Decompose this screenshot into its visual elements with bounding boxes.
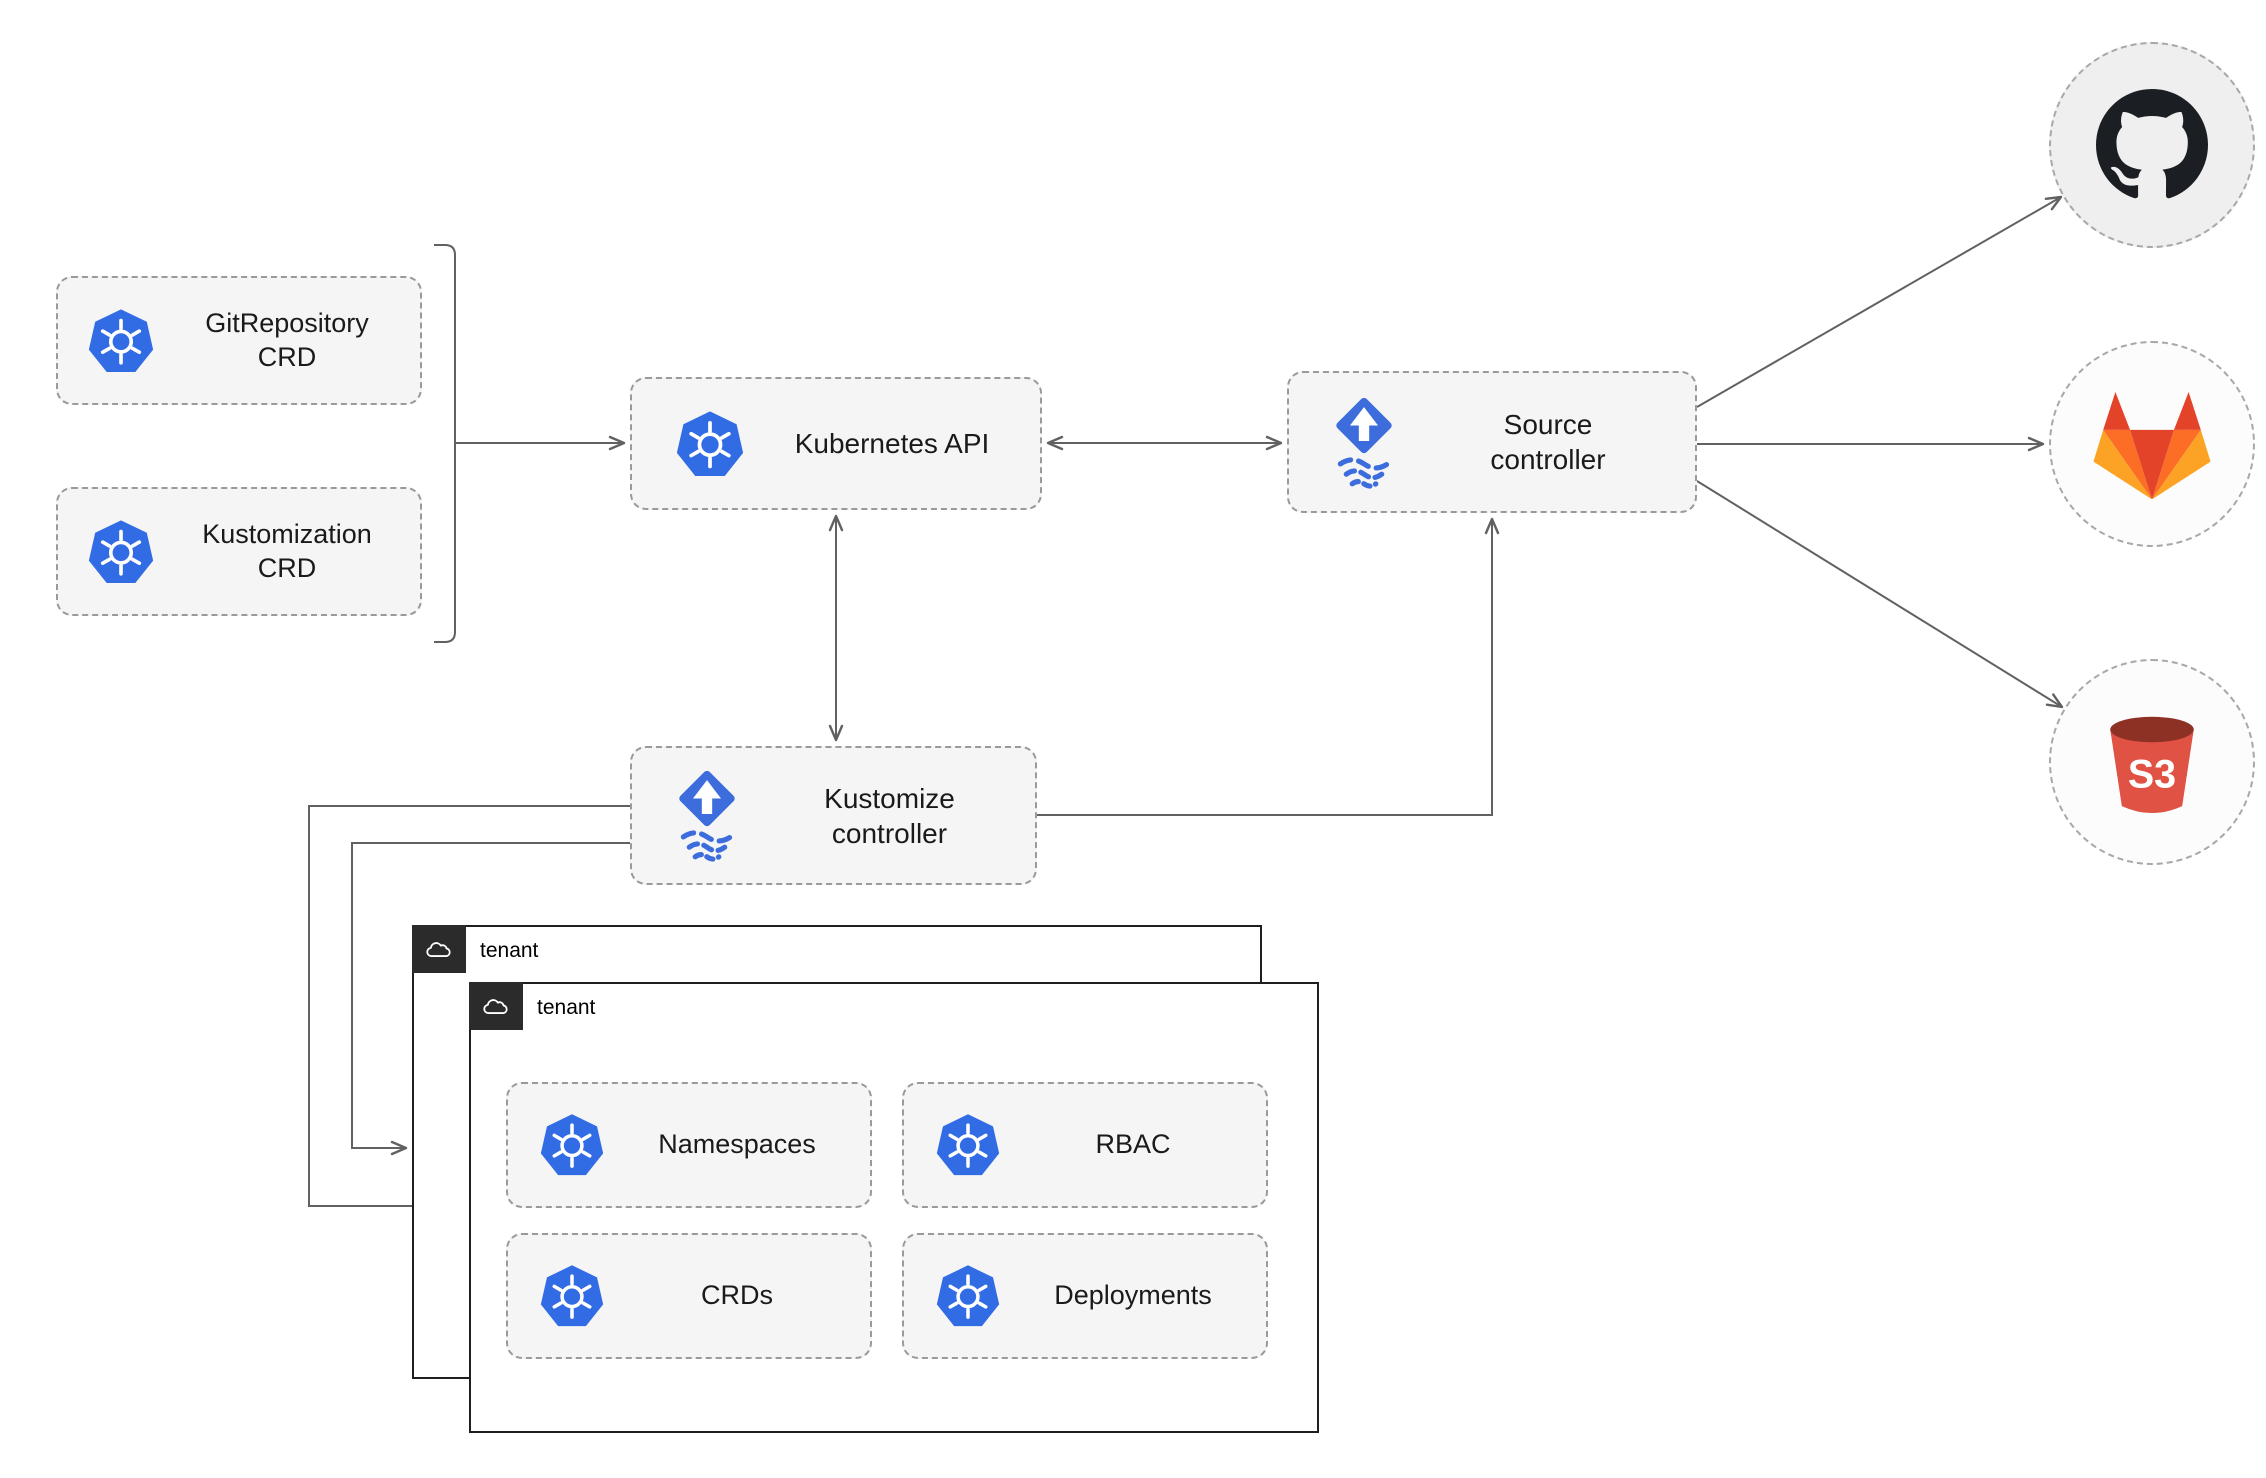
kubernetes-icon: [936, 1113, 1000, 1177]
node-deployments: Deployments: [902, 1233, 1268, 1359]
external-gitlab: [2049, 341, 2255, 547]
node-label: Namespaces: [658, 1129, 816, 1160]
node-label: Kustomization CRD: [202, 518, 372, 583]
cloud-icon: [483, 998, 508, 1014]
node-kustomize-controller: Kustomize controller: [630, 746, 1037, 885]
edge-kustomize-to-source-controller: [1037, 517, 1500, 816]
tenant-tab: [469, 982, 523, 1030]
kubernetes-icon: [936, 1264, 1000, 1328]
node-namespaces: Namespaces: [506, 1082, 872, 1208]
node-crds: CRDs: [506, 1233, 872, 1359]
edge-crd-bracket: [434, 244, 456, 643]
node-label: RBAC: [1095, 1129, 1171, 1160]
external-s3: [2049, 659, 2255, 865]
node-label: Kustomize controller: [824, 782, 955, 849]
kubernetes-icon: [540, 1113, 604, 1177]
node-gitrepository-crd: GitRepository CRD: [56, 276, 422, 405]
flux-icon: [1327, 396, 1401, 489]
tenant-label: tenant: [537, 996, 596, 1019]
edge-source-to-github: [1696, 195, 2063, 408]
s3-bucket-icon: [2110, 716, 2194, 814]
tenant-label: tenant: [480, 939, 539, 962]
node-kustomization-crd: Kustomization CRD: [56, 487, 422, 616]
node-source-controller: Source controller: [1287, 371, 1697, 513]
external-github: [2049, 42, 2255, 248]
kubernetes-icon: [88, 518, 154, 585]
tenant-tab: [412, 925, 466, 973]
kubernetes-icon: [88, 307, 154, 374]
flux-icon: [670, 769, 744, 862]
node-label: Kubernetes API: [794, 428, 990, 459]
gitlab-icon: [2093, 391, 2211, 499]
node-label: CRDs: [701, 1280, 773, 1311]
node-label: Deployments: [1054, 1280, 1212, 1311]
node-label: Source controller: [1490, 409, 1606, 475]
edge-source-to-s3: [1696, 480, 2064, 709]
kubernetes-icon: [676, 409, 744, 478]
node-label: GitRepository CRD: [205, 307, 369, 372]
github-icon: [2096, 89, 2208, 199]
node-kubernetes-api: Kubernetes API: [630, 377, 1042, 510]
cloud-icon: [426, 941, 451, 957]
node-rbac: RBAC: [902, 1082, 1268, 1208]
kubernetes-icon: [540, 1264, 604, 1328]
